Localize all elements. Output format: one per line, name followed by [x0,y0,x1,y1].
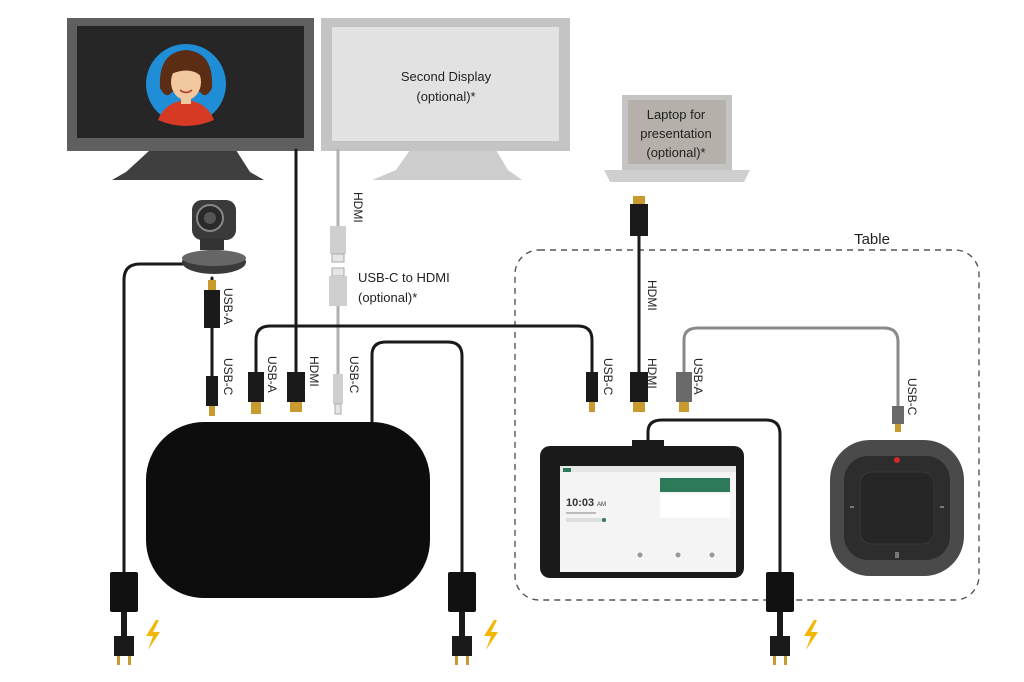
hub-usba-label: USB-A [265,356,279,393]
connectors [204,196,904,432]
hub-usbc-label-2: USB-C [347,356,361,394]
main-monitor [67,18,314,180]
usbc-hdmi-label-line1: USB-C to HDMI [358,270,450,285]
laptop-hdmi-label: HDMI [645,280,659,311]
laptop-label-line1: Laptop for [647,107,706,122]
camera-icon [182,200,246,274]
tablet-ampm: AM [597,502,606,508]
tablet-usbc-label: USB-C [601,358,615,396]
hub-hdmi-label: HDMI [307,356,321,387]
usbc-hdmi-label-line2: (optional)* [358,290,417,305]
lightning-bolt-icon [804,620,818,650]
hub-hdmi-plug [287,372,305,412]
tablet-time: 10:03 [566,497,594,509]
camera-usba-label: USB-A [221,288,235,325]
laptop: Laptop for presentation (optional)* [604,95,750,182]
tablet-usbc-plug [586,372,598,412]
lightning-bolt-icon [146,620,160,650]
hub-usbc-label-1: USB-C [221,358,235,396]
second-display-label: Second Display [401,69,492,84]
second-display-optional-label: (optional)* [416,89,475,104]
laptop-label-line3: (optional)* [646,145,705,160]
hub-power-cable [370,340,464,574]
person-avatar-icon [146,44,226,126]
tablet-usba-label: USB-A [691,358,705,395]
hub-usbc-plug-2 [333,374,343,415]
usbc-hdmi-adapter [329,267,347,306]
camera-power-cable [122,262,188,574]
laptop-hdmi-plug [630,196,648,236]
cable-labels: HDMI USB-C to HDMI (optional)* USB-A USB… [221,192,919,416]
power-adapter-hub [448,572,476,665]
lightning-bolt-icon [484,620,498,650]
second-display: Second Display (optional)* [321,18,570,180]
speaker-usbc-plug [892,406,904,432]
tablet-hdmi-label: HDMI [645,358,659,389]
table-label: Table [854,231,890,248]
camera-usba-plug [204,280,220,328]
laptop-label-line2: presentation [640,126,712,141]
speaker-usb-cable [682,326,900,408]
cables [122,148,900,574]
hub-usba-plug [248,372,264,414]
table-region: Table [514,231,980,601]
tablet-hdmi-plug [630,372,648,412]
power-adapter-camera [110,572,138,665]
speaker-usbc-label: USB-C [905,378,919,416]
tablet-power-cable [646,418,782,574]
hub-usbc-plug-1 [206,376,218,416]
second-display-hdmi-label: HDMI [351,192,365,223]
tablet-usba-plug [676,372,692,412]
hub-device [146,422,430,598]
hub-to-tablet-usb-cable [254,324,594,374]
second-display-hdmi-plug [330,226,346,263]
tablet-device: 10:03 AM [540,440,744,578]
speakerphone-icon [830,440,964,576]
power-adapter-tablet [766,572,794,665]
